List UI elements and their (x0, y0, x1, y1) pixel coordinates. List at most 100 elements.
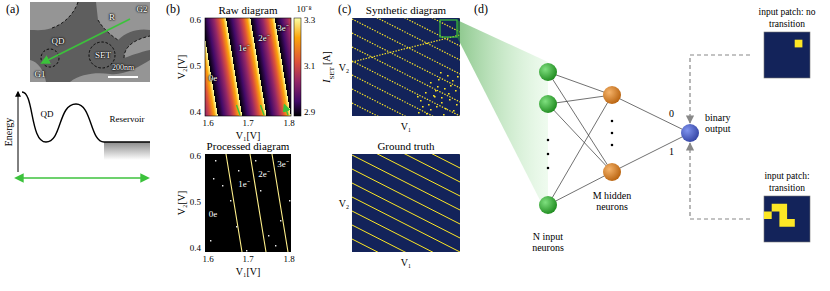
axis-label: V₂[V] (176, 191, 187, 216)
patch-heading: input patch: no transition (752, 6, 822, 30)
colorbar-label: SET (328, 67, 336, 79)
synthetic-plot (352, 18, 460, 116)
axis-label: V₁[V] (236, 266, 261, 277)
axis-label: V₂ (339, 198, 350, 209)
axis-label: V₁ (401, 257, 412, 268)
gate-outline (52, 2, 150, 58)
charge-label: 3e⁻ (277, 160, 289, 170)
transition-lines (226, 154, 288, 252)
colorbar-exponent: 10⁻⁸ (296, 5, 311, 15)
patch-heading: input patch: transition (752, 170, 822, 194)
ellipsis-dots (547, 120, 614, 170)
ground-truth-lines (352, 154, 460, 252)
tick-label: 1.8 (283, 255, 294, 265)
reservoir-fill (104, 142, 150, 160)
transition-arrows (237, 105, 289, 115)
panel-label: (b) (166, 3, 180, 16)
output-value: 1 (669, 146, 674, 157)
scale-bar (108, 76, 138, 78)
colorbar-tick: 2.9 (304, 108, 315, 118)
plot-title: Raw diagram (219, 4, 278, 16)
gate-label: G2 (137, 5, 148, 15)
input-neuron (539, 95, 557, 113)
dot-outline (41, 49, 59, 67)
tick-label: 1.8 (283, 119, 294, 129)
reservoir-label: Reservoir (110, 115, 145, 125)
charge-label: 3e⁻ (277, 24, 289, 34)
plot-title: Ground truth (377, 140, 434, 152)
processed-plot (205, 154, 291, 252)
output-value: 0 (669, 108, 674, 119)
hidden-neuron (603, 163, 621, 181)
dot-label: QD (52, 37, 65, 47)
axis-label: Energy (3, 118, 14, 147)
tick-label: 0.4 (190, 244, 201, 254)
tick-label: 0.6 (190, 152, 201, 162)
axis-label: V₂ (339, 62, 350, 73)
axis-label: V₁[V] (236, 130, 261, 141)
colorbar-quantity: ISET [A] (316, 51, 337, 83)
charge-label: 2e⁻ (258, 34, 270, 44)
tick-label: 0.6 (190, 16, 201, 26)
charge-label: 1e⁻ (238, 44, 250, 54)
input-neuron (539, 63, 557, 81)
colorbar-label: I (321, 80, 332, 83)
output-neuron: 01binary output (681, 124, 699, 142)
cut-arrow (16, 177, 148, 179)
patch-image (764, 196, 810, 242)
patch-frame (764, 32, 810, 78)
input-patch: input patch: transition (752, 170, 822, 242)
noise-dots (417, 72, 459, 116)
input-neuron (539, 196, 557, 214)
tick-label: 1.6 (202, 119, 213, 129)
tick-label: 0.5 (190, 62, 201, 72)
patch-image (764, 32, 810, 78)
patch-window (440, 20, 457, 37)
tick-label: 1.7 (242, 255, 253, 265)
panel-label: (a) (6, 3, 19, 16)
patch-fan (457, 20, 548, 216)
input-patch: input patch: no transition (752, 6, 822, 78)
tick-label: 0.4 (190, 108, 201, 118)
patch-pixel (764, 204, 795, 227)
plot-title: Synthetic diagram (366, 4, 446, 16)
transition-lines (352, 18, 460, 116)
set-outline (89, 42, 115, 68)
hidden-neuron (603, 86, 621, 104)
patch-frame (764, 196, 810, 242)
colorbar-label: [A] (321, 51, 332, 65)
tick-label: 0.5 (190, 198, 201, 208)
charge-label: 0e (209, 74, 218, 84)
colorbar (294, 18, 301, 116)
plot-title: Processed diagram (207, 140, 290, 152)
synthetic-lines (352, 18, 460, 116)
patch-pixel (795, 40, 803, 48)
transition-lines (352, 154, 460, 252)
tick-label: 1.7 (242, 119, 253, 129)
tick-label: 1.6 (202, 255, 213, 265)
layer-label: M hidden neurons (588, 190, 636, 212)
scale-label: 200nm (112, 64, 134, 73)
potential-curve (22, 92, 150, 142)
charge-label: 1e⁻ (238, 180, 250, 190)
dashed-connector (690, 143, 750, 219)
gate-label: R (109, 13, 115, 23)
charge-label: 2e⁻ (258, 170, 270, 180)
axis-label: V₂[V] (176, 55, 187, 80)
panel-label: (c) (338, 3, 351, 16)
sem-image (30, 2, 150, 82)
network-weights (548, 72, 690, 205)
panel-label: (d) (474, 3, 488, 16)
set-label: SET (95, 51, 111, 61)
plot-frame (205, 18, 291, 116)
gate-label: G1 (35, 70, 46, 80)
well-label: QD (41, 110, 54, 120)
output-label: binary output (705, 112, 749, 134)
layer-label: N input neurons (524, 231, 572, 253)
heatmap (205, 18, 291, 116)
gate-electrodes (30, 2, 150, 82)
colorbar-tick: 3.1 (304, 62, 315, 72)
charge-label: 0e (209, 210, 218, 220)
cut-arrow (42, 19, 130, 63)
